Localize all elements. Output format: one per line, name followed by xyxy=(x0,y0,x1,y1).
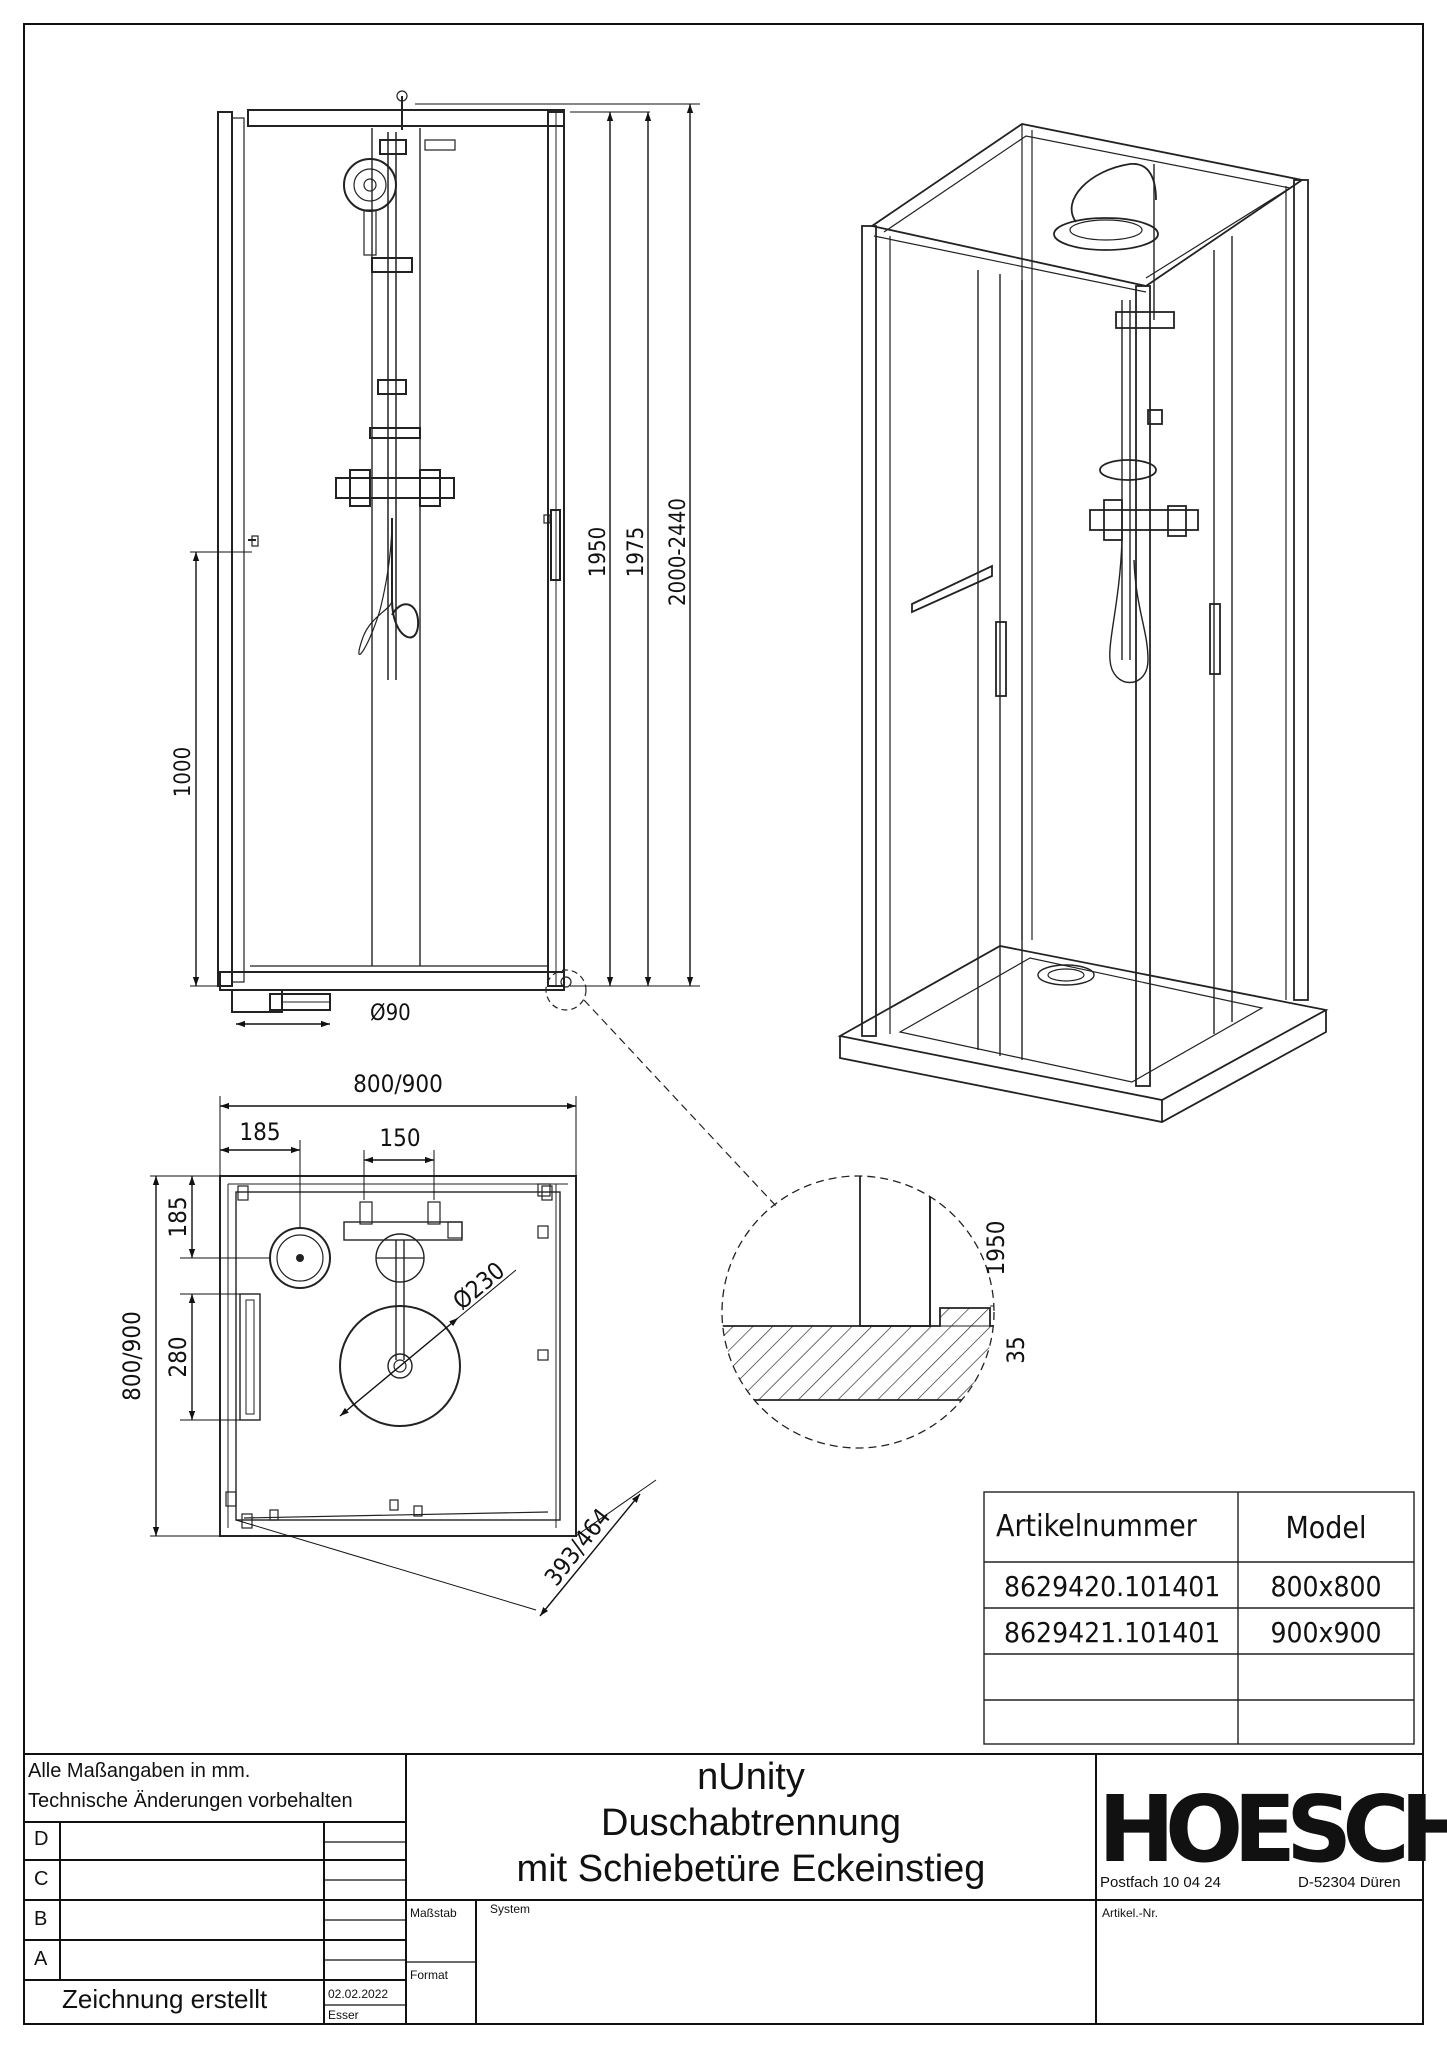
detail-view xyxy=(721,1175,995,1449)
iso-left-post xyxy=(861,225,877,1037)
title-block-grid xyxy=(24,1753,1423,2024)
dim-393-464: 393/464 xyxy=(539,1503,616,1591)
detail-leader-line xyxy=(583,999,777,1207)
dim-1950: 1950 xyxy=(586,527,611,577)
dim-1975: 1975 xyxy=(624,527,649,577)
dim-d230: Ø230 xyxy=(448,1256,511,1315)
table-header-model: Model xyxy=(1285,1511,1366,1546)
isometric-view xyxy=(837,123,1329,1123)
detail-dim-35: 35 xyxy=(1002,1336,1030,1363)
dim-280: 280 xyxy=(164,1336,192,1377)
thermostat-bar xyxy=(335,477,455,499)
product-name: nUnity xyxy=(697,1756,805,1798)
table-cell-model-1: 800x800 xyxy=(1270,1570,1381,1603)
hoesch-logo: HOESCH xyxy=(1098,1776,1447,1883)
hand-shower-head xyxy=(343,158,397,212)
drawing-created-label: Zeichnung erstellt xyxy=(62,1984,268,2014)
iso-handle-1 xyxy=(995,621,1007,697)
product-description-1: Duschabtrennung xyxy=(601,1802,901,1844)
iso-rain-shower xyxy=(1053,217,1159,251)
revision-c: C xyxy=(34,1868,49,1890)
left-frame-inner xyxy=(231,117,245,983)
left-frame-post xyxy=(217,111,233,987)
plan-door-handle xyxy=(239,1293,261,1421)
detail-dim-1950: 1950 xyxy=(982,1221,1010,1276)
address-city: D-52304 Düren xyxy=(1298,1874,1401,1891)
plan-inner xyxy=(235,1191,561,1521)
dim-2000-2440: 2000-2440 xyxy=(666,498,691,606)
plan-dimensions xyxy=(150,1096,657,1617)
dim-1000: 1000 xyxy=(171,747,196,797)
dim-185-height: 185 xyxy=(164,1196,192,1237)
table-cell-article-1: 8629420.101401 xyxy=(1004,1570,1220,1603)
table-header-article: Artikelnummer xyxy=(996,1509,1198,1544)
iso-towel-bar xyxy=(911,564,993,614)
revision-a: A xyxy=(34,1948,48,1970)
iso-drain xyxy=(1037,964,1095,986)
product-description-2: mit Schiebetüre Eckeinstieg xyxy=(516,1848,986,1890)
front-dimensions xyxy=(190,103,700,1028)
detail-marker-circle xyxy=(545,969,587,1011)
format-label: Format xyxy=(410,1968,449,1982)
dim-800-900-width: 800/900 xyxy=(353,1070,443,1098)
note-technical-changes: Technische Änderungen vorbehalten xyxy=(28,1790,353,1812)
dim-800-900-height: 800/900 xyxy=(118,1311,146,1401)
sheet-border xyxy=(23,23,1424,2025)
dim-185-width: 185 xyxy=(239,1118,280,1146)
dim-d90: Ø90 xyxy=(370,1001,411,1026)
iso-front-post xyxy=(1135,285,1151,1087)
article-number-label: Artikel.-Nr. xyxy=(1102,1906,1159,1920)
plan-view xyxy=(219,1175,577,1537)
drawing-author: Esser xyxy=(328,2008,359,2022)
waste-fitting xyxy=(231,989,283,1013)
article-table xyxy=(983,1491,1415,1745)
table-cell-model-2: 900x900 xyxy=(1270,1616,1381,1649)
drawing-date: 02.02.2022 xyxy=(328,1987,389,2001)
scale-label: Maßstab xyxy=(410,1906,457,1920)
dim-150: 150 xyxy=(379,1124,420,1152)
door-handle-front xyxy=(550,509,561,581)
iso-right-post xyxy=(1293,179,1309,1001)
top-rail xyxy=(247,109,565,127)
shower-hose xyxy=(391,518,420,639)
system-label: System xyxy=(490,1902,531,1916)
revision-d: D xyxy=(34,1828,49,1850)
shower-tray-front xyxy=(219,971,565,991)
plan-outer xyxy=(219,1175,577,1537)
revision-b: B xyxy=(34,1908,48,1930)
iso-handle-2 xyxy=(1209,603,1221,675)
address-po-box: Postfach 10 04 24 xyxy=(1100,1874,1221,1891)
front-elevation-view xyxy=(217,90,572,1013)
note-measurements: Alle Maßangaben in mm. xyxy=(28,1760,251,1782)
detail-circle-outline xyxy=(721,1175,995,1449)
table-cell-article-2: 8629421.101401 xyxy=(1004,1616,1220,1649)
